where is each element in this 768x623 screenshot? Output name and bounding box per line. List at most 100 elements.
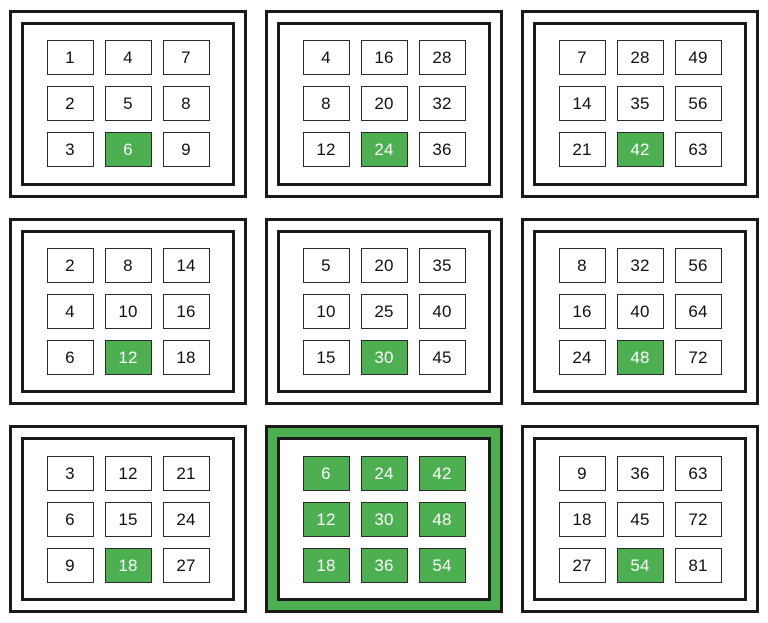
cell[interactable]: 45 [616, 501, 664, 537]
cell-highlighted[interactable]: 30 [360, 339, 408, 375]
cell-highlighted[interactable]: 18 [104, 547, 152, 583]
cell[interactable]: 3 [46, 455, 94, 491]
cell[interactable]: 56 [674, 247, 722, 283]
cell[interactable]: 9 [46, 547, 94, 583]
panel-inner-frame: 5 20 35 10 25 40 15 30 45 [277, 229, 491, 394]
cell[interactable]: 72 [674, 339, 722, 375]
cell[interactable]: 24 [558, 339, 606, 375]
cell-highlighted[interactable]: 36 [360, 547, 408, 583]
cell[interactable]: 1 [46, 40, 94, 76]
cell[interactable]: 27 [162, 547, 210, 583]
cell[interactable]: 72 [674, 501, 722, 537]
cell[interactable]: 8 [162, 86, 210, 122]
cell[interactable]: 8 [104, 247, 152, 283]
cell[interactable]: 3 [46, 132, 94, 168]
cell[interactable]: 20 [360, 86, 408, 122]
cell[interactable]: 16 [558, 293, 606, 329]
panel-7[interactable]: 3 12 21 6 15 24 9 18 27 [9, 425, 247, 613]
cell-grid: 3 12 21 6 15 24 9 18 27 [46, 455, 210, 583]
cell[interactable]: 40 [616, 293, 664, 329]
cell-highlighted[interactable]: 12 [302, 501, 350, 537]
cell[interactable]: 6 [46, 501, 94, 537]
cell[interactable]: 6 [46, 339, 94, 375]
cell[interactable]: 40 [418, 293, 466, 329]
cell[interactable]: 18 [162, 339, 210, 375]
cell[interactable]: 2 [46, 86, 94, 122]
cell-grid: 7 28 49 14 35 56 21 42 63 [558, 40, 722, 168]
cell[interactable]: 4 [46, 293, 94, 329]
cell[interactable]: 36 [418, 132, 466, 168]
cell[interactable]: 21 [162, 455, 210, 491]
panel-inner-frame: 6 24 42 12 30 48 18 36 54 [277, 437, 491, 601]
cell-highlighted[interactable]: 42 [418, 455, 466, 491]
cell-highlighted[interactable]: 30 [360, 501, 408, 537]
cell[interactable]: 49 [674, 40, 722, 76]
cell[interactable]: 2 [46, 247, 94, 283]
cell-highlighted[interactable]: 48 [418, 501, 466, 537]
cell[interactable]: 14 [558, 86, 606, 122]
panel-8[interactable]: 6 24 42 12 30 48 18 36 54 [265, 425, 503, 613]
cell[interactable]: 16 [162, 293, 210, 329]
cell[interactable]: 56 [674, 86, 722, 122]
cell[interactable]: 15 [104, 501, 152, 537]
cell[interactable]: 35 [616, 86, 664, 122]
cell-grid: 5 20 35 10 25 40 15 30 45 [302, 247, 466, 375]
cell[interactable]: 4 [302, 40, 350, 76]
cell-highlighted[interactable]: 24 [360, 132, 408, 168]
cell-highlighted[interactable]: 18 [302, 547, 350, 583]
cell-highlighted[interactable]: 12 [104, 339, 152, 375]
panel-6[interactable]: 8 32 56 16 40 64 24 48 72 [521, 217, 759, 406]
cell-highlighted[interactable]: 54 [418, 547, 466, 583]
cell-grid: 9 36 63 18 45 72 27 54 81 [558, 455, 722, 583]
cell[interactable]: 27 [558, 547, 606, 583]
cell-highlighted[interactable]: 6 [104, 132, 152, 168]
cell-highlighted[interactable]: 54 [616, 547, 664, 583]
cell[interactable]: 35 [418, 247, 466, 283]
cell[interactable]: 18 [558, 501, 606, 537]
cell[interactable]: 10 [104, 293, 152, 329]
cell[interactable]: 7 [558, 40, 606, 76]
cell[interactable]: 14 [162, 247, 210, 283]
cell[interactable]: 9 [558, 455, 606, 491]
cell-highlighted[interactable]: 48 [616, 339, 664, 375]
panel-9[interactable]: 9 36 63 18 45 72 27 54 81 [521, 425, 759, 613]
cell[interactable]: 25 [360, 293, 408, 329]
cell[interactable]: 20 [360, 247, 408, 283]
cell[interactable]: 32 [616, 247, 664, 283]
cell[interactable]: 28 [418, 40, 466, 76]
cell[interactable]: 4 [104, 40, 152, 76]
panel-3[interactable]: 7 28 49 14 35 56 21 42 63 [521, 10, 759, 198]
cell[interactable]: 63 [674, 455, 722, 491]
cell[interactable]: 15 [302, 339, 350, 375]
cell[interactable]: 8 [558, 247, 606, 283]
cell[interactable]: 12 [104, 455, 152, 491]
cell-highlighted[interactable]: 24 [360, 455, 408, 491]
cell[interactable]: 5 [104, 86, 152, 122]
cell[interactable]: 36 [616, 455, 664, 491]
cell[interactable]: 64 [674, 293, 722, 329]
cell[interactable]: 45 [418, 339, 466, 375]
cell[interactable]: 28 [616, 40, 664, 76]
cell[interactable]: 32 [418, 86, 466, 122]
cell[interactable]: 10 [302, 293, 350, 329]
panel-2[interactable]: 4 16 28 8 20 32 12 24 36 [265, 10, 503, 198]
cell[interactable]: 24 [162, 501, 210, 537]
cell[interactable]: 63 [674, 132, 722, 168]
cell-highlighted[interactable]: 6 [302, 455, 350, 491]
cell[interactable]: 12 [302, 132, 350, 168]
panel-5[interactable]: 5 20 35 10 25 40 15 30 45 [265, 217, 503, 406]
cell[interactable]: 21 [558, 132, 606, 168]
cell[interactable]: 16 [360, 40, 408, 76]
cell-grid: 4 16 28 8 20 32 12 24 36 [302, 40, 466, 168]
cell[interactable]: 7 [162, 40, 210, 76]
cell[interactable]: 81 [674, 547, 722, 583]
cell[interactable]: 5 [302, 247, 350, 283]
cell[interactable]: 9 [162, 132, 210, 168]
cell[interactable]: 8 [302, 86, 350, 122]
panel-inner-frame: 9 36 63 18 45 72 27 54 81 [533, 437, 747, 601]
cell-highlighted[interactable]: 42 [616, 132, 664, 168]
